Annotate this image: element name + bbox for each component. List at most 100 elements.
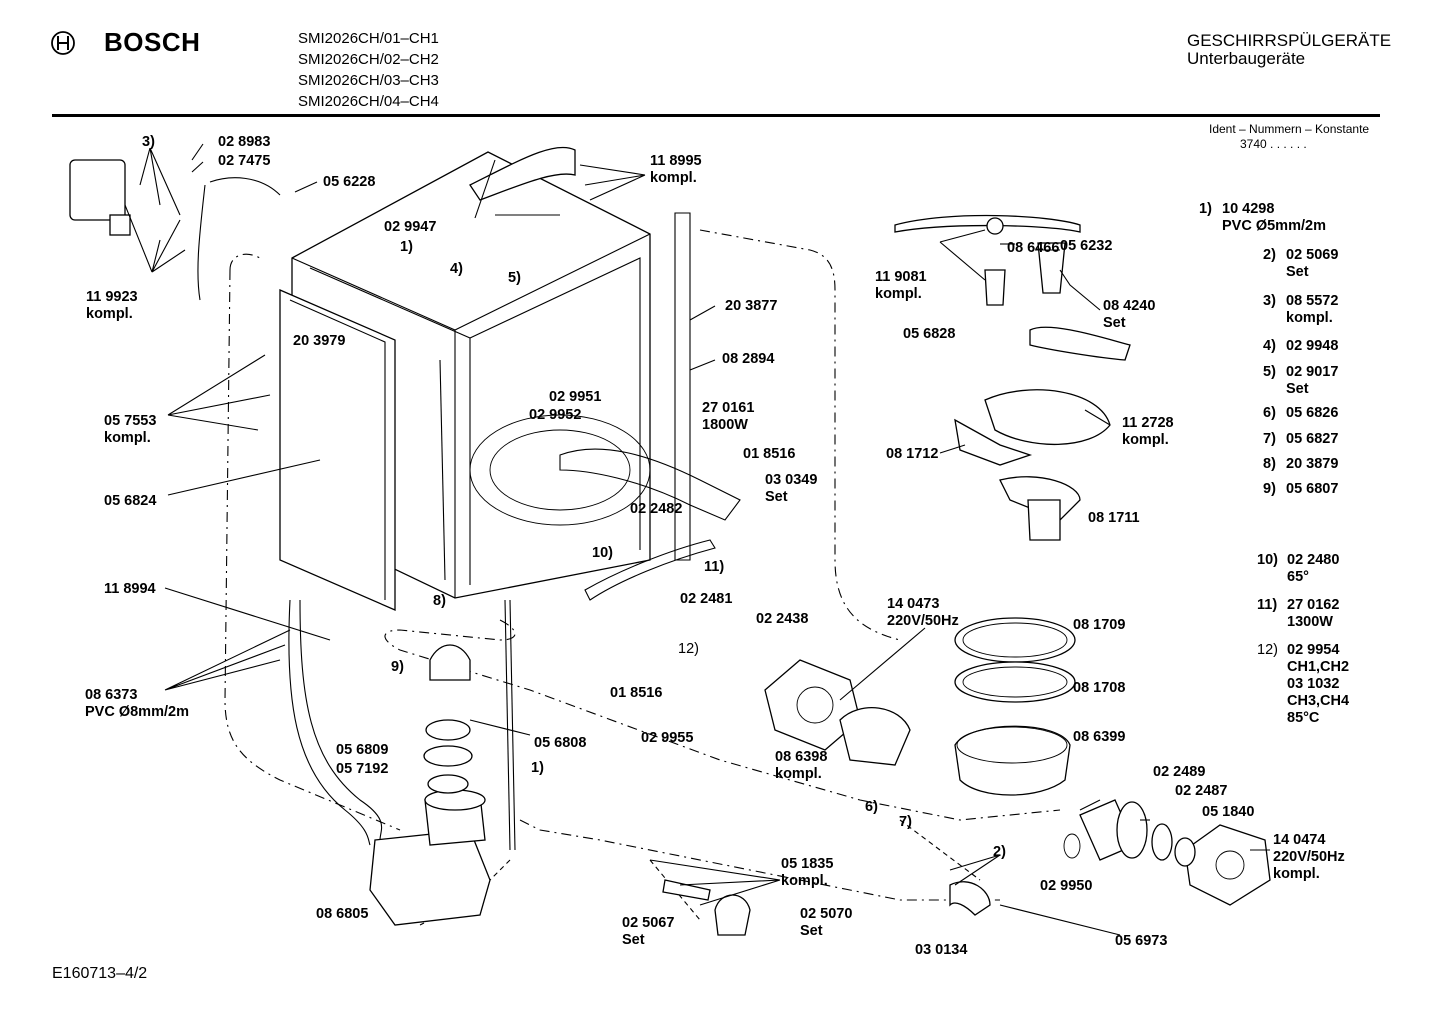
part-label: 05 6828: [903, 326, 956, 342]
legend-key: 3): [1263, 293, 1276, 309]
part-label: 05 1840: [1202, 804, 1255, 820]
drawing-id: E160713–4/2: [52, 965, 148, 982]
legend-key: 6): [1263, 405, 1276, 421]
part-label: 08 1708: [1073, 680, 1126, 696]
part-label: 02 9947: [384, 219, 437, 235]
category-title: GESCHIRRSPÜLGERÄTE: [1187, 31, 1392, 50]
legend-value: 20 3879: [1286, 456, 1339, 472]
part-label: 02 9950: [1040, 878, 1093, 894]
part-label: 08 6805: [316, 906, 369, 922]
part-label: 08 1709: [1073, 617, 1126, 633]
part-label: 02 2487: [1175, 783, 1228, 799]
legend-value: 02 2480 65°: [1287, 552, 1340, 585]
part-label: 03 0134: [915, 942, 968, 958]
brand-name: BOSCH: [104, 27, 201, 57]
part-label: 05 6228: [323, 174, 376, 190]
part-label: 05 7192: [336, 761, 389, 777]
part-label: 03 0349 Set: [765, 472, 818, 505]
callout-label: 5): [508, 270, 521, 286]
legend-value: 05 6807: [1286, 481, 1339, 497]
legend-key: 4): [1263, 338, 1276, 354]
part-label: 02 5070 Set: [800, 906, 853, 939]
bosch-logo-icon: [50, 30, 76, 61]
legend-key: 2): [1263, 247, 1276, 263]
legend-key: 7): [1263, 431, 1276, 447]
part-label: 20 3979: [293, 333, 346, 349]
part-label: 05 6808: [534, 735, 587, 751]
model-item: SMI2026CH/04–CH4: [298, 93, 439, 110]
legend-key: 1): [1199, 201, 1212, 217]
part-label: 14 0474 220V/50Hz kompl.: [1273, 832, 1345, 882]
part-label: 02 9952: [529, 407, 582, 423]
model-item: SMI2026CH/02–CH2: [298, 51, 439, 68]
part-label: 11 2728 kompl.: [1122, 415, 1174, 448]
part-label: 01 8516: [743, 446, 796, 462]
legend-key: 11): [1257, 597, 1278, 613]
part-label: 11 9923 kompl.: [86, 289, 138, 322]
callout-label: 8): [433, 593, 446, 609]
part-label: 11 8994: [104, 581, 156, 597]
legend-key: 8): [1263, 456, 1276, 472]
part-label: 02 8983: [218, 134, 271, 150]
part-label: 05 6232: [1060, 238, 1113, 254]
callout-label: 1): [400, 239, 413, 255]
callout-label: 1): [531, 760, 544, 776]
part-label: 05 7553 kompl.: [104, 413, 157, 446]
legend-value: 02 9017 Set: [1286, 364, 1339, 397]
legend-key: 9): [1263, 481, 1276, 497]
callout-label: 2): [993, 844, 1006, 860]
part-label: 02 2482: [630, 501, 683, 517]
header-divider: [52, 114, 1380, 117]
part-label: 11 8995 kompl.: [650, 153, 702, 186]
part-label: 02 2481: [680, 591, 733, 607]
legend-value: 05 6827: [1286, 431, 1339, 447]
part-label: 02 5067 Set: [622, 915, 675, 948]
callout-label: 7): [899, 814, 912, 830]
part-label: 14 0473 220V/50Hz: [887, 596, 959, 629]
part-label: 08 6399: [1073, 729, 1126, 745]
part-label: 20 3877: [725, 298, 778, 314]
legend-value: 10 4298 PVC Ø5mm/2m: [1222, 201, 1326, 234]
callout-label: 12): [678, 641, 699, 657]
part-label: 05 6809: [336, 742, 389, 758]
part-label: 08 6398 kompl.: [775, 749, 828, 782]
ident-caption: Ident – Nummern – Konstante: [1209, 122, 1370, 136]
part-label: 08 6373 PVC Ø8mm/2m: [85, 687, 189, 720]
part-label: 02 2489: [1153, 764, 1206, 780]
part-label: 02 7475: [218, 153, 271, 169]
callout-label: 10): [592, 545, 613, 561]
legend-value: 02 9948: [1286, 338, 1339, 354]
callout-label: 9): [391, 659, 404, 675]
model-list: SMI2026CH/01–CH1 SMI2026CH/02–CH2 SMI202…: [298, 28, 439, 112]
part-label: 08 2894: [722, 351, 775, 367]
legend-value: 08 5572 kompl.: [1286, 293, 1339, 326]
part-label: 05 6973: [1115, 933, 1168, 949]
part-label: 08 6466: [1007, 240, 1060, 256]
part-label: 05 6824: [104, 493, 157, 509]
tub-cabinet: [279, 151, 651, 611]
legend-key: 5): [1263, 364, 1276, 380]
callout-label: 6): [865, 799, 878, 815]
callout-label: 3): [142, 134, 155, 150]
legend-key: 10): [1257, 552, 1278, 568]
ident-value: 3740 . . . . . .: [1240, 137, 1307, 151]
legend-value: 02 5069 Set: [1286, 247, 1339, 280]
legend-value: 05 6826: [1286, 405, 1339, 421]
part-label: 02 2438: [756, 611, 809, 627]
part-label: 08 1712: [886, 446, 939, 462]
part-label: 08 1711: [1088, 510, 1140, 526]
part-label: 02 9955: [641, 730, 694, 746]
model-item: SMI2026CH/03–CH3: [298, 72, 439, 89]
part-label: 02 9951: [549, 389, 602, 405]
part-label: 27 0161 1800W: [702, 400, 755, 433]
legend-value: 27 0162 1300W: [1287, 597, 1340, 630]
legend-value: 02 9954 CH1,CH2 03 1032 CH3,CH4 85°C: [1287, 642, 1350, 726]
model-item: SMI2026CH/01–CH1: [298, 30, 439, 47]
callout-label: 11): [704, 559, 725, 575]
callout-label: 4): [450, 261, 463, 277]
part-label: 08 4240 Set: [1103, 298, 1156, 331]
category-subtitle: Unterbaugeräte: [1187, 49, 1306, 68]
legend-key: 12): [1257, 642, 1278, 658]
part-label: 01 8516: [610, 685, 663, 701]
